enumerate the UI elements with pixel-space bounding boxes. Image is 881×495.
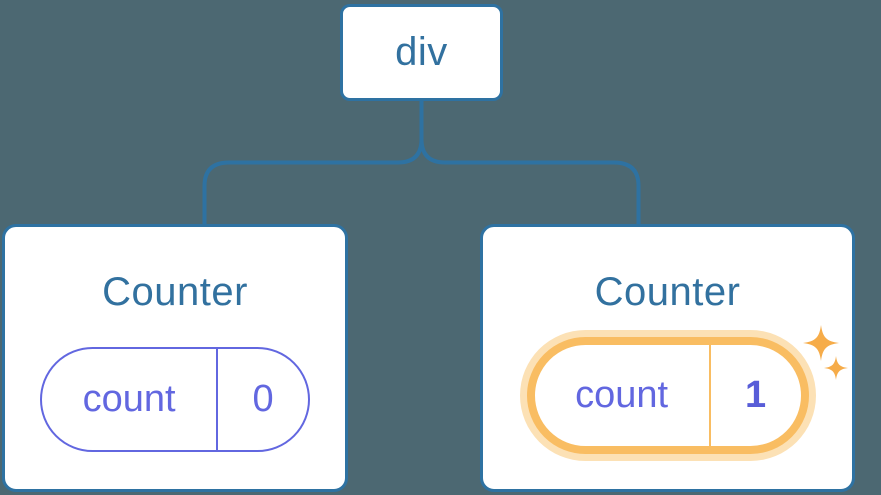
component-title: Counter (102, 270, 248, 314)
root-node-label: div (395, 30, 448, 74)
state-key-cell: count (535, 345, 711, 446)
counter-card-right: Counter count 1 (480, 224, 855, 492)
state-value-cell: 0 (218, 349, 308, 450)
counter-card-left: Counter count 0 (2, 224, 348, 492)
sparkle-small (824, 356, 848, 380)
state-value-cell: 1 (711, 345, 801, 446)
connector-branch-right (419, 138, 641, 226)
sparkle-icon (803, 325, 848, 380)
state-key-cell: count (42, 349, 219, 450)
component-title: Counter (594, 270, 741, 314)
state-value: 0 (252, 378, 274, 420)
state-key-label: count (575, 374, 669, 416)
sparkle-large (803, 325, 839, 361)
state-key-label: count (82, 378, 176, 420)
state-value: 1 (745, 374, 767, 416)
connector-branch-left (202, 138, 424, 226)
state-pill: count 0 (40, 347, 310, 452)
state-pill-highlighted: count 1 (526, 337, 809, 454)
root-node-div: div (340, 4, 503, 101)
